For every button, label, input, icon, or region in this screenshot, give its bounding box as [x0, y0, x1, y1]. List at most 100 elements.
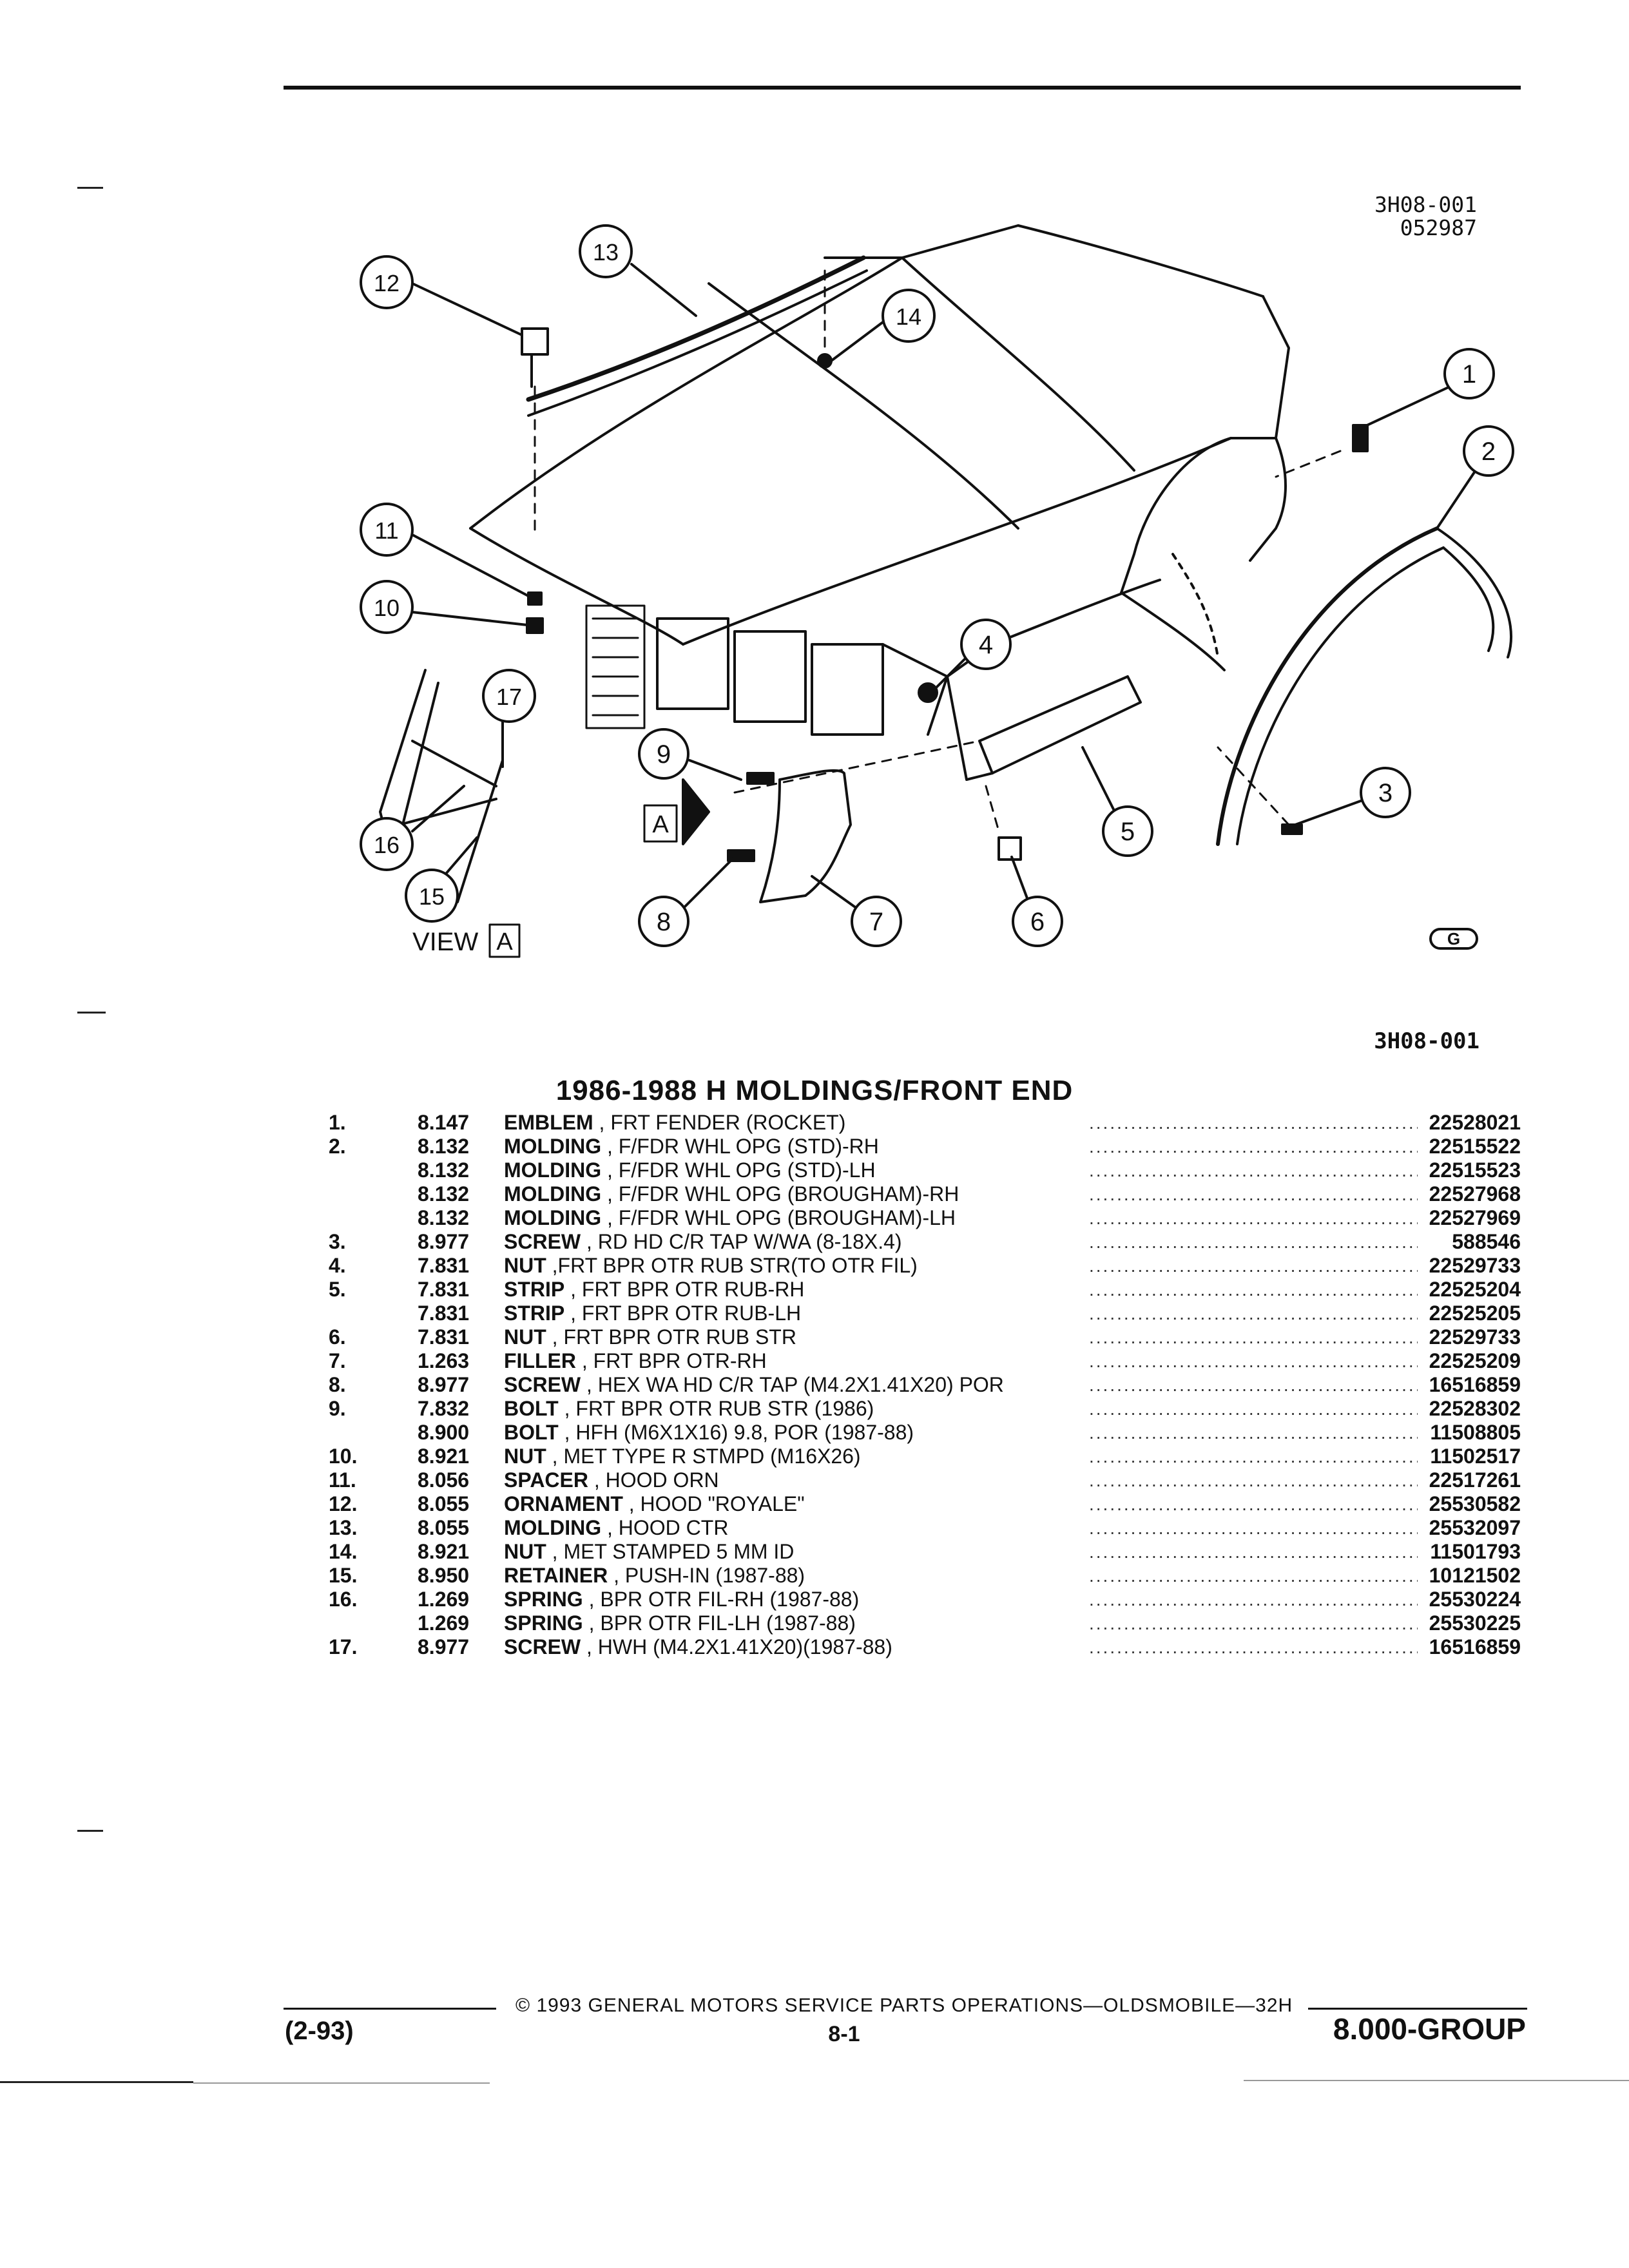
part-description: EMBLEM , FRT FENDER (ROCKET): [504, 1111, 845, 1135]
leader-dots: ........................................…: [1089, 1423, 1418, 1443]
rub-strip: [946, 675, 1142, 781]
part-description: SPACER , HOOD ORN: [504, 1468, 719, 1492]
part-description: SPRING , BPR OTR FIL-LH (1987-88): [504, 1611, 856, 1635]
callout-2: 2: [1436, 425, 1514, 530]
part-number: 22525204: [1429, 1278, 1521, 1301]
part-number: 22527969: [1429, 1206, 1521, 1229]
part-name: NUT: [504, 1445, 546, 1468]
part-description: NUT , MET TYPE R STMPD (M16X26): [504, 1445, 861, 1468]
callout-5: 5: [1081, 746, 1153, 857]
view-letter-box: [488, 923, 521, 958]
part-description: MOLDING , F/FDR WHL OPG (STD)-LH: [504, 1158, 876, 1182]
part-detail: , MET TYPE R STMPD (M16X26): [552, 1445, 861, 1468]
group-number: 8.977: [418, 1373, 470, 1396]
group-number: 8.921: [418, 1540, 470, 1563]
part-number: 22525209: [1429, 1349, 1521, 1372]
part-number: 22528302: [1429, 1397, 1521, 1420]
part-detail: , FRT BPR OTR-RH: [581, 1349, 767, 1372]
part-name: EMBLEM: [504, 1111, 593, 1134]
group-number: 8.132: [418, 1158, 470, 1182]
group-number: 8.950: [418, 1564, 470, 1587]
leader-dots: ........................................…: [1089, 1375, 1418, 1395]
group-number: 8.132: [418, 1135, 470, 1158]
scan-mark: [1244, 2080, 1629, 2081]
callout-17: 17: [482, 669, 536, 768]
part-number: 22515522: [1429, 1135, 1521, 1158]
part-description: SCREW , RD HD C/R TAP W/WA (8-18X.4): [504, 1230, 902, 1254]
callout-14: 14: [830, 289, 936, 362]
part-name: SPACER: [504, 1468, 588, 1492]
leader-dots: ........................................…: [1089, 1160, 1418, 1180]
hood-ornament: [521, 327, 549, 388]
part-detail: , FRT BPR OTR RUB STR (1986): [564, 1397, 874, 1420]
scan-mark: [0, 2081, 193, 2083]
part-description: MOLDING , HOOD CTR: [504, 1516, 728, 1540]
scan-mark: [77, 1012, 106, 1014]
leader-dots: ........................................…: [1089, 1518, 1418, 1538]
group-number: 8.977: [418, 1230, 470, 1253]
part-name: SCREW: [504, 1635, 581, 1658]
part-name: SCREW: [504, 1373, 581, 1396]
group-label: 8.000-GROUP: [1333, 2012, 1526, 2046]
svg-text:9: 9: [657, 740, 671, 769]
part-detail: , HOOD CTR: [606, 1516, 729, 1539]
part-number: 16516859: [1429, 1373, 1521, 1396]
footer-rule-left: [284, 2008, 496, 2010]
svg-text:8: 8: [657, 908, 671, 936]
bumper-filler: [759, 769, 852, 903]
part-name: NUT: [504, 1540, 546, 1563]
scan-mark: [193, 2082, 490, 2084]
part-name: MOLDING: [504, 1158, 602, 1182]
part-detail: , F/FDR WHL OPG (STD)-LH: [606, 1158, 876, 1182]
part-name: STRIP: [504, 1302, 565, 1325]
leader-dots: ........................................…: [1089, 1303, 1418, 1323]
assembly-lines: [534, 269, 1342, 832]
part-description: STRIP , FRT BPR OTR RUB-LH: [504, 1302, 801, 1325]
part-name: MOLDING: [504, 1206, 602, 1229]
part-name: FILLER: [504, 1349, 576, 1372]
part-number: 22525205: [1429, 1302, 1521, 1325]
illustration-ref-code: 3H08-001: [1374, 192, 1477, 217]
part-detail: , F/FDR WHL OPG (STD)-RH: [606, 1135, 879, 1158]
leader-dots: ........................................…: [1089, 1232, 1418, 1252]
scan-mark: [77, 187, 103, 189]
part-detail: , HOOD "ROYALE": [628, 1492, 805, 1515]
part-description: SCREW , HEX WA HD C/R TAP (M4.2X1.41X20)…: [504, 1373, 1004, 1397]
svg-text:16: 16: [374, 832, 400, 858]
part-number: 11501793: [1430, 1540, 1521, 1563]
illustration-date-code: 052987: [1400, 215, 1477, 240]
part-detail: , FRT BPR OTR RUB-LH: [570, 1302, 802, 1325]
part-name: RETAINER: [504, 1564, 608, 1587]
fender-outline: [927, 437, 1287, 736]
hood-center-molding: [526, 255, 868, 417]
callout-11: 11: [360, 503, 530, 597]
part-description: NUT , FRT BPR OTR RUB STR: [504, 1325, 796, 1349]
part-name: NUT: [504, 1254, 546, 1277]
page-number: 8-1: [828, 2022, 860, 2046]
group-number: 8.055: [418, 1492, 470, 1515]
group-number: 1.269: [418, 1611, 470, 1635]
view-letter: A: [496, 928, 513, 956]
leader-dots: ........................................…: [1089, 1113, 1418, 1133]
parts-row: 8.132 MOLDING , F/FDR WHL OPG (STD)-LH...…: [329, 1158, 1521, 1182]
leader-dots: ........................................…: [1089, 1637, 1418, 1657]
part-name: MOLDING: [504, 1182, 602, 1206]
svg-text:12: 12: [374, 270, 400, 296]
part-detail: , PUSH-IN (1987-88): [613, 1564, 805, 1587]
item-number: 2.: [329, 1135, 346, 1158]
leader-dots: ........................................…: [1089, 1399, 1418, 1419]
part-name: SPRING: [504, 1588, 583, 1611]
leader-dots: ........................................…: [1089, 1256, 1418, 1276]
view-label: VIEW: [412, 928, 478, 956]
item-number: 17.: [329, 1635, 358, 1658]
footer-rule-right: [1308, 2008, 1527, 2010]
group-number: 7.831: [418, 1278, 470, 1301]
part-detail: , BPR OTR FIL-LH (1987-88): [588, 1611, 856, 1635]
